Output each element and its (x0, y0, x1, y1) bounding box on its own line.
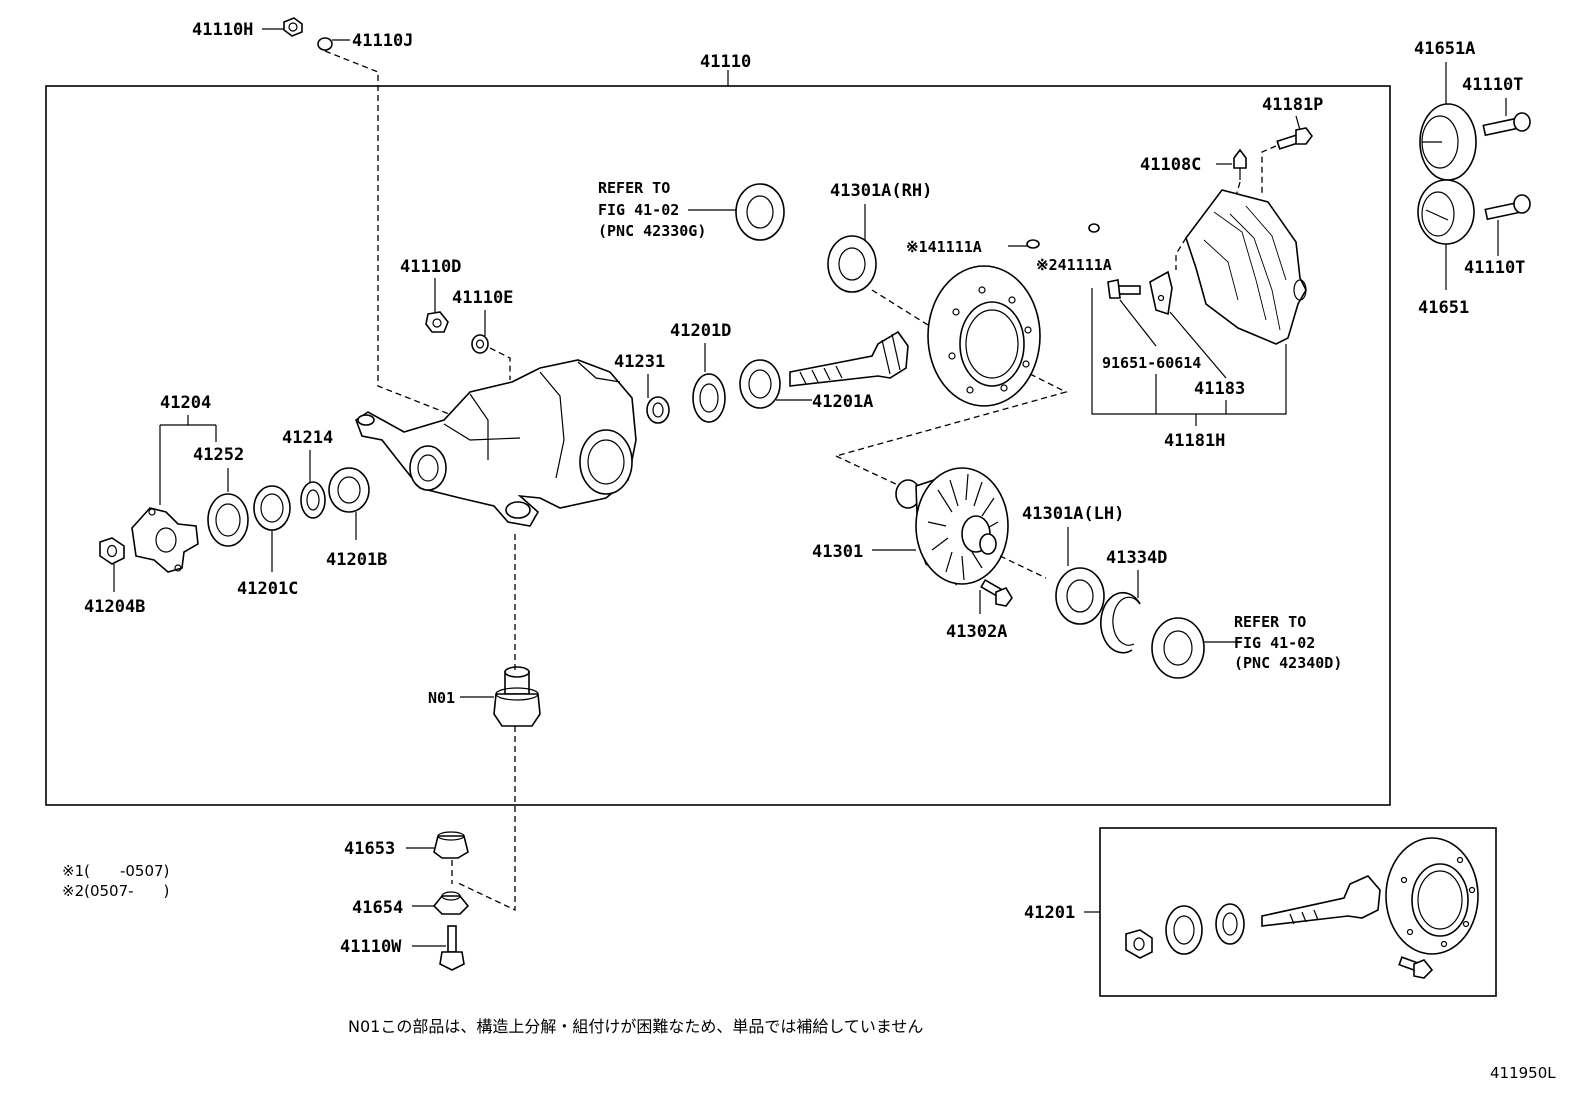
kit-ring-gear-icon (1385, 837, 1479, 955)
label-41108C: 41108C (1140, 155, 1201, 175)
nut-41204B-icon (99, 537, 125, 565)
ref1-line1: REFER TO (598, 179, 670, 197)
plug-41111A-2-icon (1088, 223, 1100, 233)
breather-plug-41108C-icon (1233, 148, 1247, 180)
label-41201C: 41201C (237, 579, 298, 599)
differential-carrier-housing-icon (355, 359, 637, 527)
washer-41201D-icon (692, 373, 726, 423)
bolt-91651-60614-icon (1107, 279, 1141, 299)
ref2-line3: (PNC 42340D) (1234, 654, 1342, 672)
assembly-41110-box (45, 85, 1391, 806)
n01-note: N01この部品は、構造上分解・組付けが困難なため、単品では補給していません (348, 1017, 923, 1036)
label-41201: 41201 (1024, 903, 1075, 923)
bearing-41201A-icon (739, 359, 781, 409)
nut-41110E-icon (471, 334, 489, 354)
bearing-41301A-rh-icon (827, 235, 877, 293)
label-N01: N01 (428, 689, 455, 707)
label-41183: 41183 (1194, 379, 1245, 399)
companion-flange-41204-icon (131, 507, 199, 573)
label-41111A-2: ※241111A (1036, 256, 1112, 274)
insulator-41651-icon (1417, 179, 1475, 245)
label-41201A: 41201A (812, 392, 873, 412)
label-41110W: 41110W (340, 937, 402, 957)
differential-case-41301-icon (895, 467, 1009, 586)
oil-seal-41214-icon (253, 485, 291, 531)
footnote-1: ※1( -0507) (62, 862, 169, 880)
label-41654: 41654 (352, 898, 403, 918)
label-41231: 41231 (614, 352, 665, 372)
kit-bolt-icon (1398, 956, 1434, 979)
spacer-41231-icon (646, 396, 670, 424)
ref1-line2: FIG 41-02 (598, 201, 679, 219)
kit-bearing-icon (1165, 905, 1203, 955)
label-41181H: 41181H (1164, 431, 1225, 451)
washer-41110J-icon (317, 37, 333, 51)
ref2-line2: FIG 41-02 (1234, 634, 1315, 652)
oil-seal-42340D-icon (1151, 617, 1205, 679)
label-41110J: 41110J (352, 31, 413, 51)
ref1-line3: (PNC 42330G) (598, 222, 706, 240)
label-41110H: 41110H (192, 20, 253, 40)
label-41201D: 41201D (670, 321, 731, 341)
label-41110E: 41110E (452, 288, 513, 308)
dust-deflector-41252-icon (207, 493, 249, 547)
label-41110T-bottom: 41110T (1464, 258, 1525, 278)
oil-seal-42330G-icon (735, 183, 785, 241)
bearing-41201B-icon (328, 467, 370, 513)
label-41252: 41252 (193, 445, 244, 465)
mount-bushing-N01-icon (493, 666, 541, 727)
label-41204B: 41204B (84, 597, 145, 617)
snap-ring-41334D-icon (1100, 591, 1141, 654)
label-91651-60614: 91651-60614 (1102, 354, 1201, 372)
label-41334D: 41334D (1106, 548, 1167, 568)
bolt-41181P-icon (1276, 127, 1313, 150)
bearing-41301A-lh-icon (1055, 567, 1105, 625)
cushion-41653-icon (433, 831, 469, 859)
label-41301A-LH: 41301A(LH) (1022, 504, 1124, 524)
label-41204: 41204 (160, 393, 211, 413)
label-41302A: 41302A (946, 622, 1007, 642)
diagram-id: 411950L (1490, 1064, 1556, 1082)
label-41651A: 41651A (1414, 39, 1475, 59)
label-41181P: 41181P (1262, 95, 1323, 115)
label-41110D: 41110D (400, 257, 461, 277)
bolt-41110T-top-icon (1482, 112, 1531, 137)
ref2-line1: REFER TO (1234, 613, 1306, 631)
oil-slinger-icon (300, 481, 326, 519)
kit-pinion-icon (1261, 875, 1381, 927)
label-41110T-top: 41110T (1462, 75, 1523, 95)
plug-41111A-1-icon (1026, 239, 1040, 249)
nut-41110H-icon (283, 17, 303, 37)
bolt-41302A-icon (980, 578, 1013, 607)
rear-cover-41181H-icon (1185, 189, 1307, 345)
label-41110: 41110 (700, 52, 751, 72)
label-41301: 41301 (812, 542, 863, 562)
footnote-2: ※2(0507- ) (62, 882, 169, 900)
cushion-41654-icon (432, 891, 470, 915)
label-41301A-RH: 41301A(RH) (830, 181, 932, 201)
insulator-41651A-icon (1419, 103, 1477, 181)
drive-pinion-icon (789, 330, 909, 387)
bolt-41110T-bottom-icon (1484, 194, 1531, 221)
kit-washer-icon (1215, 903, 1245, 945)
label-41653: 41653 (344, 839, 395, 859)
label-41214: 41214 (282, 428, 333, 448)
bolt-41110W-icon (439, 925, 465, 971)
label-41201B: 41201B (326, 550, 387, 570)
label-41651: 41651 (1418, 298, 1469, 318)
stud-41110D-icon (425, 311, 449, 333)
label-41111A-1: ※141111A (906, 238, 982, 256)
kit-nut-icon (1125, 929, 1153, 959)
ring-gear-icon (927, 265, 1041, 407)
bracket-41183-icon (1149, 270, 1173, 316)
